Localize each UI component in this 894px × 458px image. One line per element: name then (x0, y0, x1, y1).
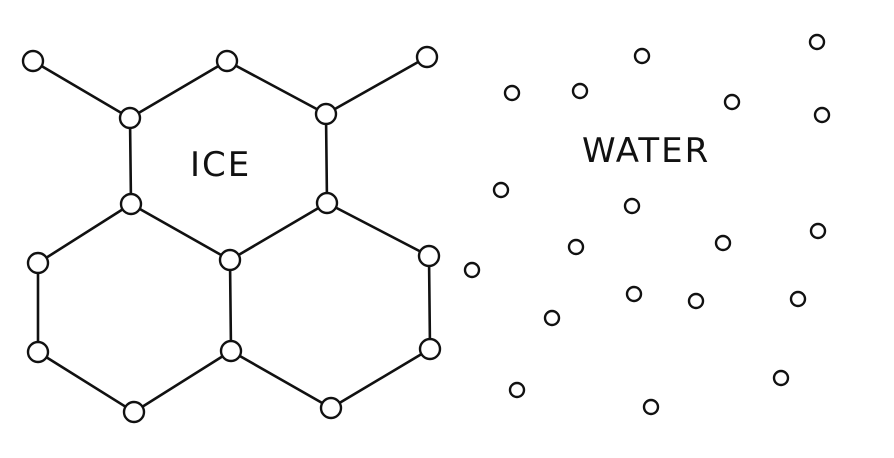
water-molecule (625, 285, 643, 303)
hydrogen-bond (325, 201, 431, 258)
ice-molecule (26, 251, 50, 275)
ice-molecule (21, 49, 45, 73)
ice-molecules (21, 45, 442, 424)
water-label: WATER (582, 131, 710, 171)
water-molecule (492, 181, 510, 199)
hydrogen-bond (228, 201, 329, 262)
water-molecule (543, 309, 561, 327)
hydrogen-bond (31, 59, 132, 120)
ice-molecule (26, 340, 50, 364)
water-molecule (714, 234, 732, 252)
water-molecule (571, 82, 589, 100)
water-molecules (463, 33, 831, 416)
hydrogen-bond (427, 254, 432, 351)
ice-molecule (218, 248, 242, 272)
water-molecule (633, 47, 651, 65)
hydrogen-bond (229, 349, 333, 410)
water-molecule (772, 369, 790, 387)
ice-molecule (118, 106, 142, 130)
water-molecule (789, 290, 807, 308)
ice-molecule (315, 191, 339, 215)
ice-molecule (415, 45, 439, 69)
ice-molecule (122, 400, 146, 424)
hydrogen-bond (128, 116, 133, 206)
ice-molecule (418, 337, 442, 361)
water-molecule (723, 93, 741, 111)
hydrogen-bond (129, 202, 232, 262)
water-molecule (808, 33, 826, 51)
hydrogen-bond (128, 59, 229, 120)
hydrogen-bond (324, 55, 429, 116)
water-molecule (508, 381, 526, 399)
ice-molecule (219, 339, 243, 363)
water-molecule (813, 106, 831, 124)
ice-label: ICE (190, 145, 251, 185)
hydrogen-bond (329, 347, 432, 410)
water-molecule (503, 84, 521, 102)
hydrogen-bond (324, 112, 329, 205)
hydrogen-bond (132, 349, 233, 414)
ice-molecule (417, 244, 441, 268)
water-molecule (809, 222, 827, 240)
water-molecule (642, 398, 660, 416)
water-molecule (567, 238, 585, 256)
ice-molecule (314, 102, 338, 126)
hydrogen-bond (36, 350, 136, 414)
hydrogen-bond (228, 258, 233, 353)
hydrogen-bond (225, 59, 328, 116)
ice-molecule (119, 192, 143, 216)
ice-molecule (215, 49, 239, 73)
ice-bonds (31, 55, 432, 414)
ice-molecule (319, 396, 343, 420)
hydrogen-bond (36, 202, 133, 265)
water-molecule (463, 261, 481, 279)
water-molecule (687, 292, 705, 310)
ice-lattice (21, 45, 442, 424)
water-molecule (623, 197, 641, 215)
